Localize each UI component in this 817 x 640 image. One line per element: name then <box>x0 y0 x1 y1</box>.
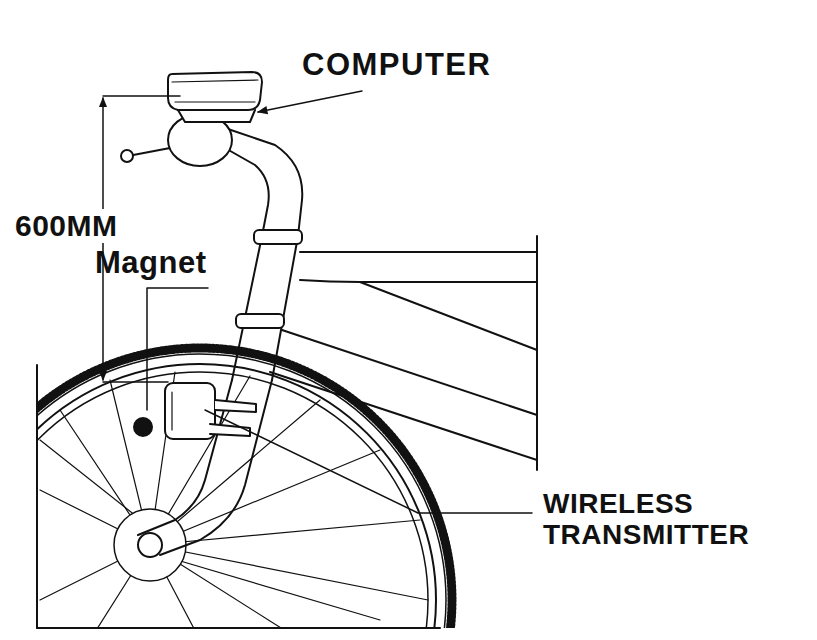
leader-line <box>147 288 208 410</box>
part-label: COMPUTER <box>302 48 491 83</box>
headset-band <box>236 314 284 328</box>
bell-lever <box>121 150 133 162</box>
extension-line <box>103 95 180 97</box>
headset-band <box>254 230 302 244</box>
axle <box>138 533 162 557</box>
top-tube <box>300 252 537 282</box>
part-label: WIRELESS TRANSMITTER <box>543 488 793 551</box>
ground-line <box>37 627 440 629</box>
transmitter-detail <box>171 392 172 430</box>
computer-mount <box>178 110 255 122</box>
frame-cut <box>536 236 538 470</box>
fork <box>138 380 272 555</box>
leader-line <box>258 91 362 112</box>
head-tube <box>232 236 298 380</box>
bike-computer <box>168 72 262 110</box>
dimension-label: 600MM <box>12 209 121 243</box>
computer-detail <box>172 80 258 102</box>
magnet <box>134 418 152 436</box>
clip-edge <box>36 365 38 628</box>
spokes <box>40 372 428 628</box>
down-tube <box>270 282 537 460</box>
front-wheel <box>37 348 452 628</box>
stem <box>225 128 302 236</box>
bell-lever <box>128 148 170 156</box>
leader-line <box>205 410 532 513</box>
part-label: Magnet <box>95 246 207 281</box>
extension-line <box>103 381 168 383</box>
